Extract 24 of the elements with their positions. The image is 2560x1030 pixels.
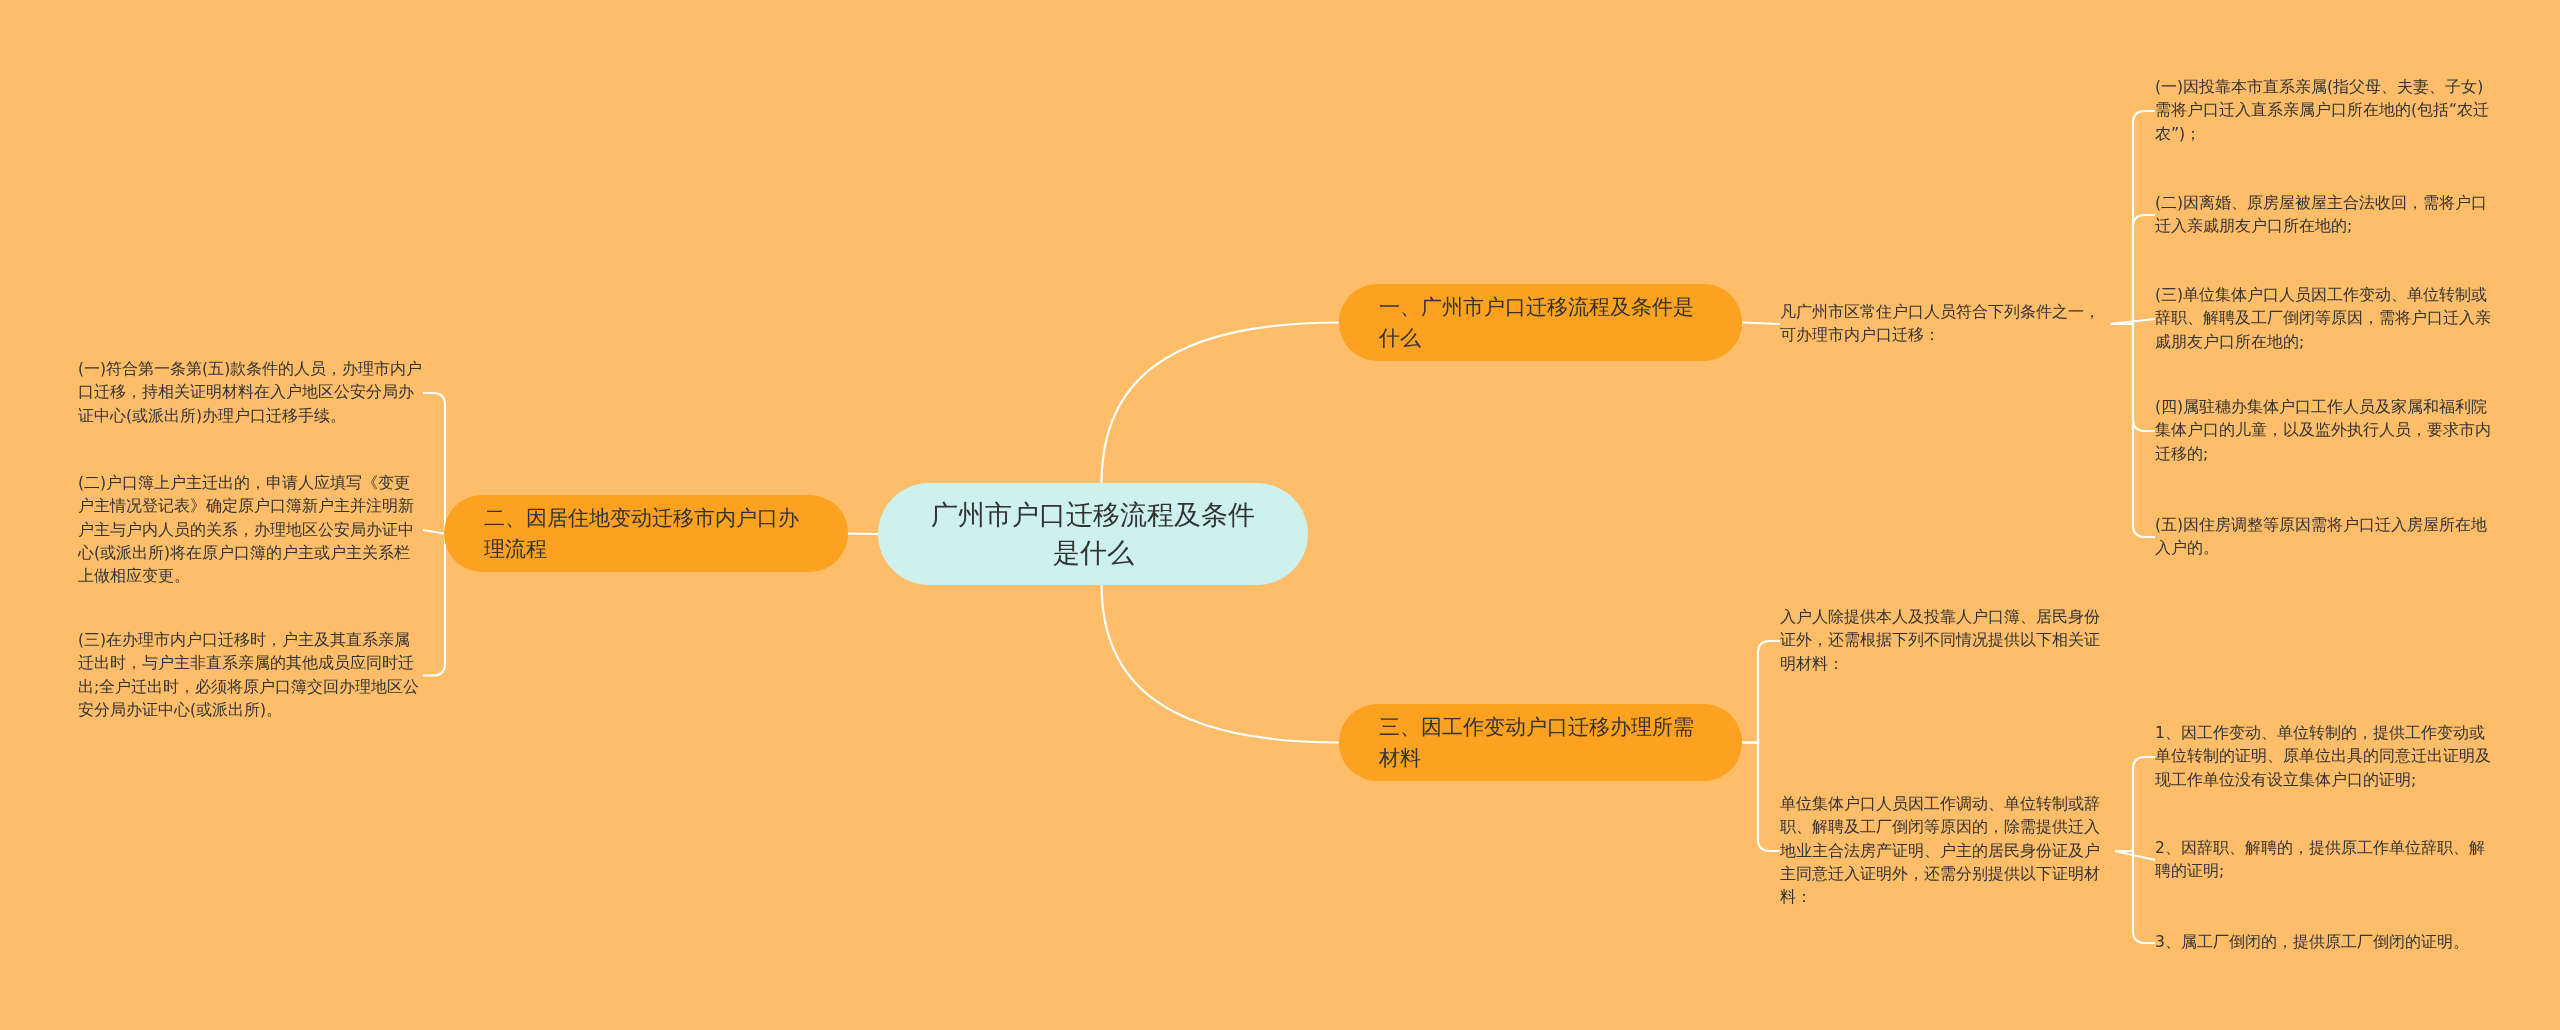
connector-line [1100, 584, 1340, 744]
connector-line [847, 532, 879, 536]
topic-pill: 三、因工作变动户口迁移办理所需材料 [1339, 704, 1742, 781]
connector-line [1100, 321, 1340, 484]
topic-text: 1、因工作变动、单位转制的，提供工作变动或单位转制的证明、原单位出具的同意迁出证明及现工作单位没有设立集体户口的证明; [2155, 720, 2500, 794]
topic-pill: 一、广州市户口迁移流程及条件是什么 [1339, 284, 1742, 361]
topic-text: 3、属工厂倒闭的，提供原工厂倒闭的证明。 [2155, 930, 2500, 956]
topic-text: (四)属驻穗办集体户口工作人员及家属和福利院集体户口的儿童，以及监外执行人员，要求市内迁移的; [2155, 394, 2495, 468]
topic-text: (五)因住房调整等原因需将户口迁入房屋所在地入户的。 [2155, 512, 2495, 562]
topic-pill: 二、因居住地变动迁移市内户口办理流程 [444, 495, 848, 572]
connector-line [2114, 849, 2156, 862]
topic-text: (三)单位集体户口人员因工作变动、单位转制或辞职、解聘及工厂倒闭等原因，需将户口迁入亲戚朋友户口所在地的; [2155, 282, 2495, 356]
central-topic: 广州市户口迁移流程及条件是什么 [878, 483, 1308, 585]
topic-text: (一)因投靠本市直系亲属(指父母、夫妻、子女)需将户口迁入直系亲属户口所在地的(包括“农迁农”)； [2155, 74, 2495, 148]
topic-text: 2、因辞职、解聘的，提供原工作单位辞职、解聘的证明; [2155, 835, 2500, 885]
connector-line [1741, 321, 1781, 326]
topic-text: (三)在办理市内户口迁移时，户主及其直系亲属迁出时，与户主非直系亲属的其他成员应同时迁出;全户迁出时，必须将原户口簿交回办理地区公安分局办证中心(或派出所)。 [78, 628, 423, 723]
topic-text: (一)符合第一条第(五)款条件的人员，办理市内户口迁移，持相关证明材料在入户地区公安分局办证中心(或派出所)办理户口迁移手续。 [78, 356, 423, 430]
topic-text: (二)户口簿上户主迁出的，申请人应填写《变更户主情况登记表》确定原户口簿新户主并注明新户主与户内人员的关系，办理地区公安局办证中心(或派出所)将在原户口簿的户主或户主关系栏上做相应变更。 [78, 472, 423, 589]
topic-text: 入户人除提供本人及投靠人户口簿、居民身份证外，还需根据下列不同情况提供以下相关证明材料： [1780, 604, 2115, 678]
topic-text: 单位集体户口人员因工作调动、单位转制或辞职、解聘及工厂倒闭等原因的，除需提供迁入地业主合法房产证明、户主的居民身份证及户主同意迁入证明外，还需分别提供以下证明材料： [1780, 793, 2115, 910]
topic-text: 凡广州市区常住户口人员符合下列条件之一，可办理市内户口迁移： [1780, 296, 2110, 352]
topic-text: (二)因离婚、原房屋被屋主合法收回，需将户口迁入亲戚朋友户口所在地的; [2155, 190, 2495, 240]
connector-line [422, 528, 445, 535]
